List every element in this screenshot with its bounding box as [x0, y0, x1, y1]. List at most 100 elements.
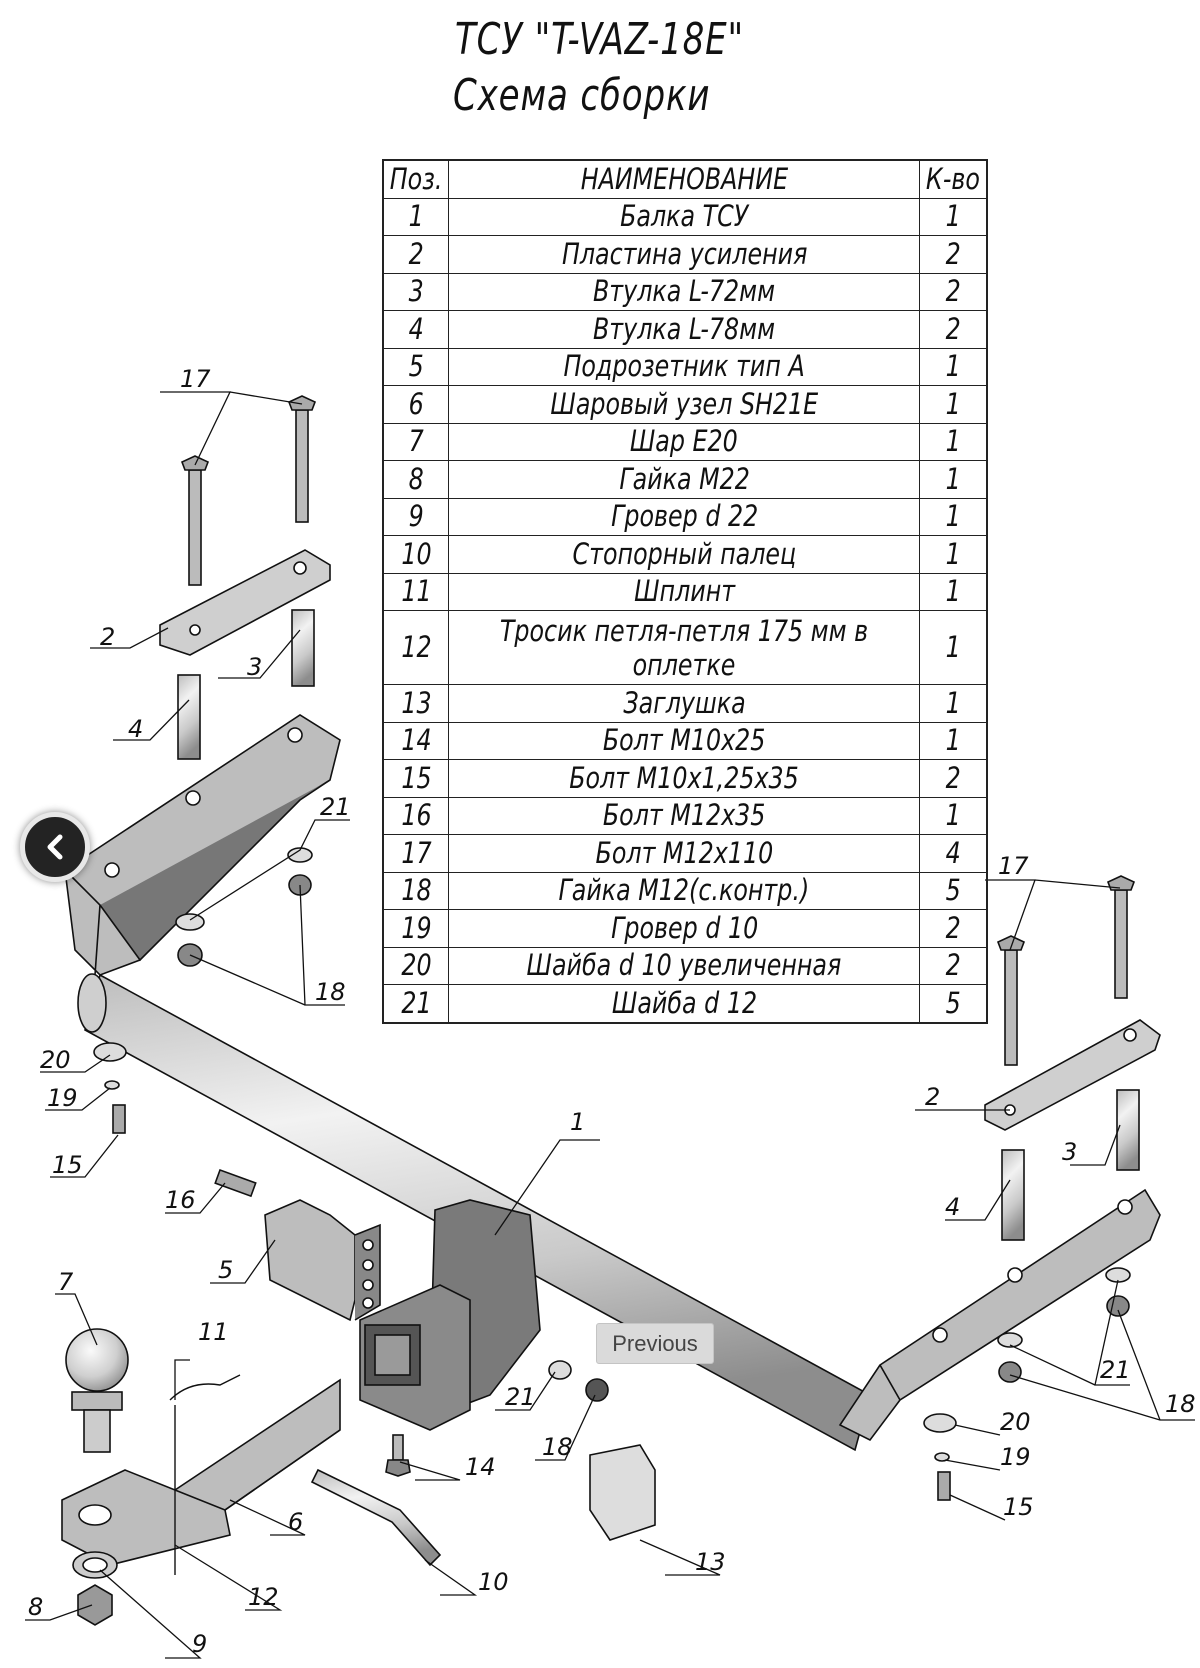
row-name: Тросик петля-петля 175 мм в оплетке	[500, 613, 869, 682]
drawing-title: ТСУ "T-VAZ-18E"	[455, 14, 745, 65]
row-pos: 6	[408, 386, 424, 421]
callout-18-left: 18	[315, 978, 346, 1006]
callout-21-mid: 21	[505, 1383, 536, 1411]
row-qty: 1	[945, 199, 961, 234]
row-qty: 2	[945, 311, 961, 346]
row-name: Шайба d 12	[611, 985, 757, 1020]
row-name: Болт М10х25	[602, 723, 766, 758]
bushing-4-right	[1001, 1149, 1025, 1241]
table-header-row: Поз. НАИМЕНОВАНИЕ К-во	[382, 159, 988, 199]
row-qty: 1	[945, 461, 961, 496]
row-pos: 3	[408, 274, 424, 309]
callout-6: 6	[288, 1508, 303, 1536]
callout-16: 16	[165, 1186, 196, 1214]
callout-20-left: 20	[40, 1046, 71, 1074]
row-qty: 1	[945, 536, 961, 571]
table-row: 4 Втулка L-78мм 2	[382, 310, 988, 349]
callout-17-right: 17	[998, 852, 1029, 880]
row-name: Втулка L-72мм	[593, 274, 776, 309]
previous-tooltip: Previous	[596, 1323, 714, 1364]
callout-5: 5	[218, 1256, 233, 1284]
right-bracket	[838, 1188, 1161, 1442]
callout-13: 13	[695, 1548, 726, 1576]
callout-4-left: 4	[128, 715, 143, 743]
bolt-17-c	[1004, 949, 1018, 1066]
end-cap	[589, 1444, 656, 1541]
callout-14: 14	[465, 1453, 496, 1481]
callout-9: 9	[192, 1630, 207, 1658]
row-pos: 14	[400, 723, 432, 758]
row-name: Болт М12х110	[595, 835, 774, 870]
row-name: Болт М10х1,25х35	[569, 760, 800, 795]
row-pos: 4	[408, 311, 424, 346]
plate-right	[984, 1019, 1161, 1131]
row-pos: 2	[408, 236, 424, 271]
bolt-17-d	[1114, 889, 1128, 999]
row-pos: 9	[408, 499, 424, 534]
row-qty: 1	[945, 386, 961, 421]
row-qty: 2	[945, 948, 961, 983]
row-pos: 10	[400, 536, 432, 571]
row-name: Пластина усиления	[561, 236, 807, 271]
header-name: НАИМЕНОВАНИЕ	[448, 159, 921, 199]
drawing-subtitle: Схема сборки	[453, 70, 711, 121]
socket-plate	[264, 1199, 356, 1322]
callout-10: 10	[478, 1568, 509, 1596]
row-qty: 1	[945, 424, 961, 459]
row-name: Шар E20	[630, 424, 739, 459]
bushing-4-left	[177, 674, 201, 760]
row-name: Шаровый узел SH21E	[550, 386, 819, 421]
parts-list-table: Поз. НАИМЕНОВАНИЕ К-во 1 Балка ТСУ 1 2 Плас…	[382, 159, 989, 1024]
row-qty: 1	[945, 723, 961, 758]
callout-3-right: 3	[1062, 1138, 1077, 1166]
row-name: Шайба d 10 увеличенная	[526, 948, 842, 983]
row-name: Балка ТСУ	[620, 199, 749, 234]
row-qty: 1	[945, 499, 961, 534]
row-pos: 8	[408, 461, 424, 496]
bolt-17-b	[295, 409, 309, 523]
row-name: Втулка L-78мм	[593, 311, 776, 346]
row-name: Гровер d 10	[610, 910, 758, 945]
callout-21-left: 21	[320, 793, 351, 821]
row-pos: 11	[400, 574, 432, 609]
callout-20-right: 20	[1000, 1408, 1031, 1436]
plate-left	[159, 549, 331, 656]
callout-4-right: 4	[945, 1193, 960, 1221]
row-name: Гровер d 22	[610, 499, 758, 534]
table-row: 20 Шайба d 10 увеличенная 2	[382, 946, 988, 985]
callout-15-left: 15	[52, 1151, 83, 1179]
row-qty: 5	[945, 985, 961, 1020]
callout-17-left: 17	[180, 365, 211, 393]
table-row: 7 Шар E20 1	[382, 422, 988, 461]
row-qty: 5	[945, 873, 961, 908]
callout-21-right: 21	[1100, 1356, 1131, 1384]
row-pos: 7	[408, 424, 424, 459]
callout-19-right: 19	[1000, 1443, 1031, 1471]
callout-11: 11	[198, 1318, 229, 1346]
header-position: Поз.	[382, 159, 450, 199]
row-name: Гайка М12(с.контр.)	[558, 873, 810, 908]
row-name: Шплинт	[633, 574, 735, 609]
row-name: Болт М12х35	[602, 798, 766, 833]
row-name: Заглушка	[623, 685, 746, 720]
row-pos: 17	[400, 835, 432, 870]
bushing-3-right	[1116, 1089, 1140, 1171]
row-pos: 20	[400, 948, 432, 983]
previous-image-button[interactable]	[20, 812, 90, 882]
callout-3-left: 3	[247, 653, 262, 681]
callout-1: 1	[570, 1108, 585, 1136]
callout-2-right: 2	[925, 1083, 940, 1111]
row-qty: 1	[945, 349, 961, 384]
row-pos: 21	[400, 985, 432, 1020]
row-qty: 2	[945, 760, 961, 795]
